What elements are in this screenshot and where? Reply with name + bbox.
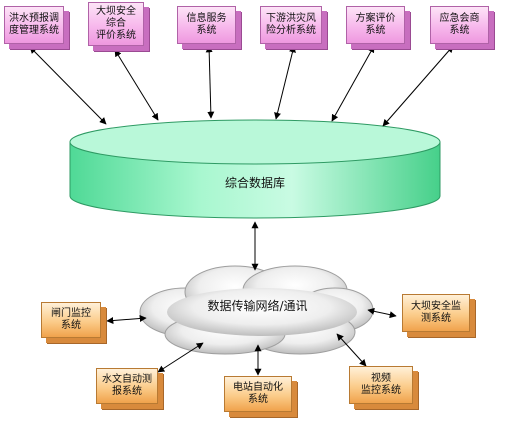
plan-evaluation-system: 方案评价 系统 <box>346 6 405 44</box>
flood-forecast-system: 洪水预报调 度管理系统 <box>4 6 64 44</box>
arrow-flood-db <box>29 46 107 125</box>
arrow-plan-db <box>331 45 375 122</box>
video-monitoring-system: 视频 监控系统 <box>349 366 413 404</box>
arrow-emergency-db <box>382 45 454 127</box>
downstream-flood-risk-system: 下游洪灾风 险分析系统 <box>260 6 322 44</box>
hydrological-telemetry-system: 水文自动测 报系统 <box>96 368 158 404</box>
arrow-downstream-db <box>274 45 296 120</box>
arrow-damsafety-db <box>114 49 159 121</box>
arrow-info-db <box>205 45 215 119</box>
database-cylinder <box>69 119 441 219</box>
power-station-automation-system: 电站自动化 系统 <box>224 376 292 412</box>
dam-safety-monitoring-system: 大坝安全监 测系统 <box>402 294 470 332</box>
dam-safety-evaluation-system: 大坝安全 综合 评价系统 <box>88 2 144 46</box>
arrow-damsafety-monitor-network <box>367 307 397 319</box>
database-label: 综合数据库 <box>224 176 285 190</box>
emergency-consultation-system: 应急会商 系统 <box>430 6 489 44</box>
connection-arrows <box>29 45 454 376</box>
info-service-system: 信息服务 系统 <box>177 6 236 44</box>
arrow-hydro-network <box>157 342 204 373</box>
network-cloud <box>139 265 374 355</box>
gate-monitoring-system: 闸门监控 系统 <box>41 302 101 338</box>
arrow-video-network <box>336 333 367 367</box>
network-label: 数据传输网络/通讯 <box>207 299 308 313</box>
arrow-gate-network <box>106 314 147 325</box>
